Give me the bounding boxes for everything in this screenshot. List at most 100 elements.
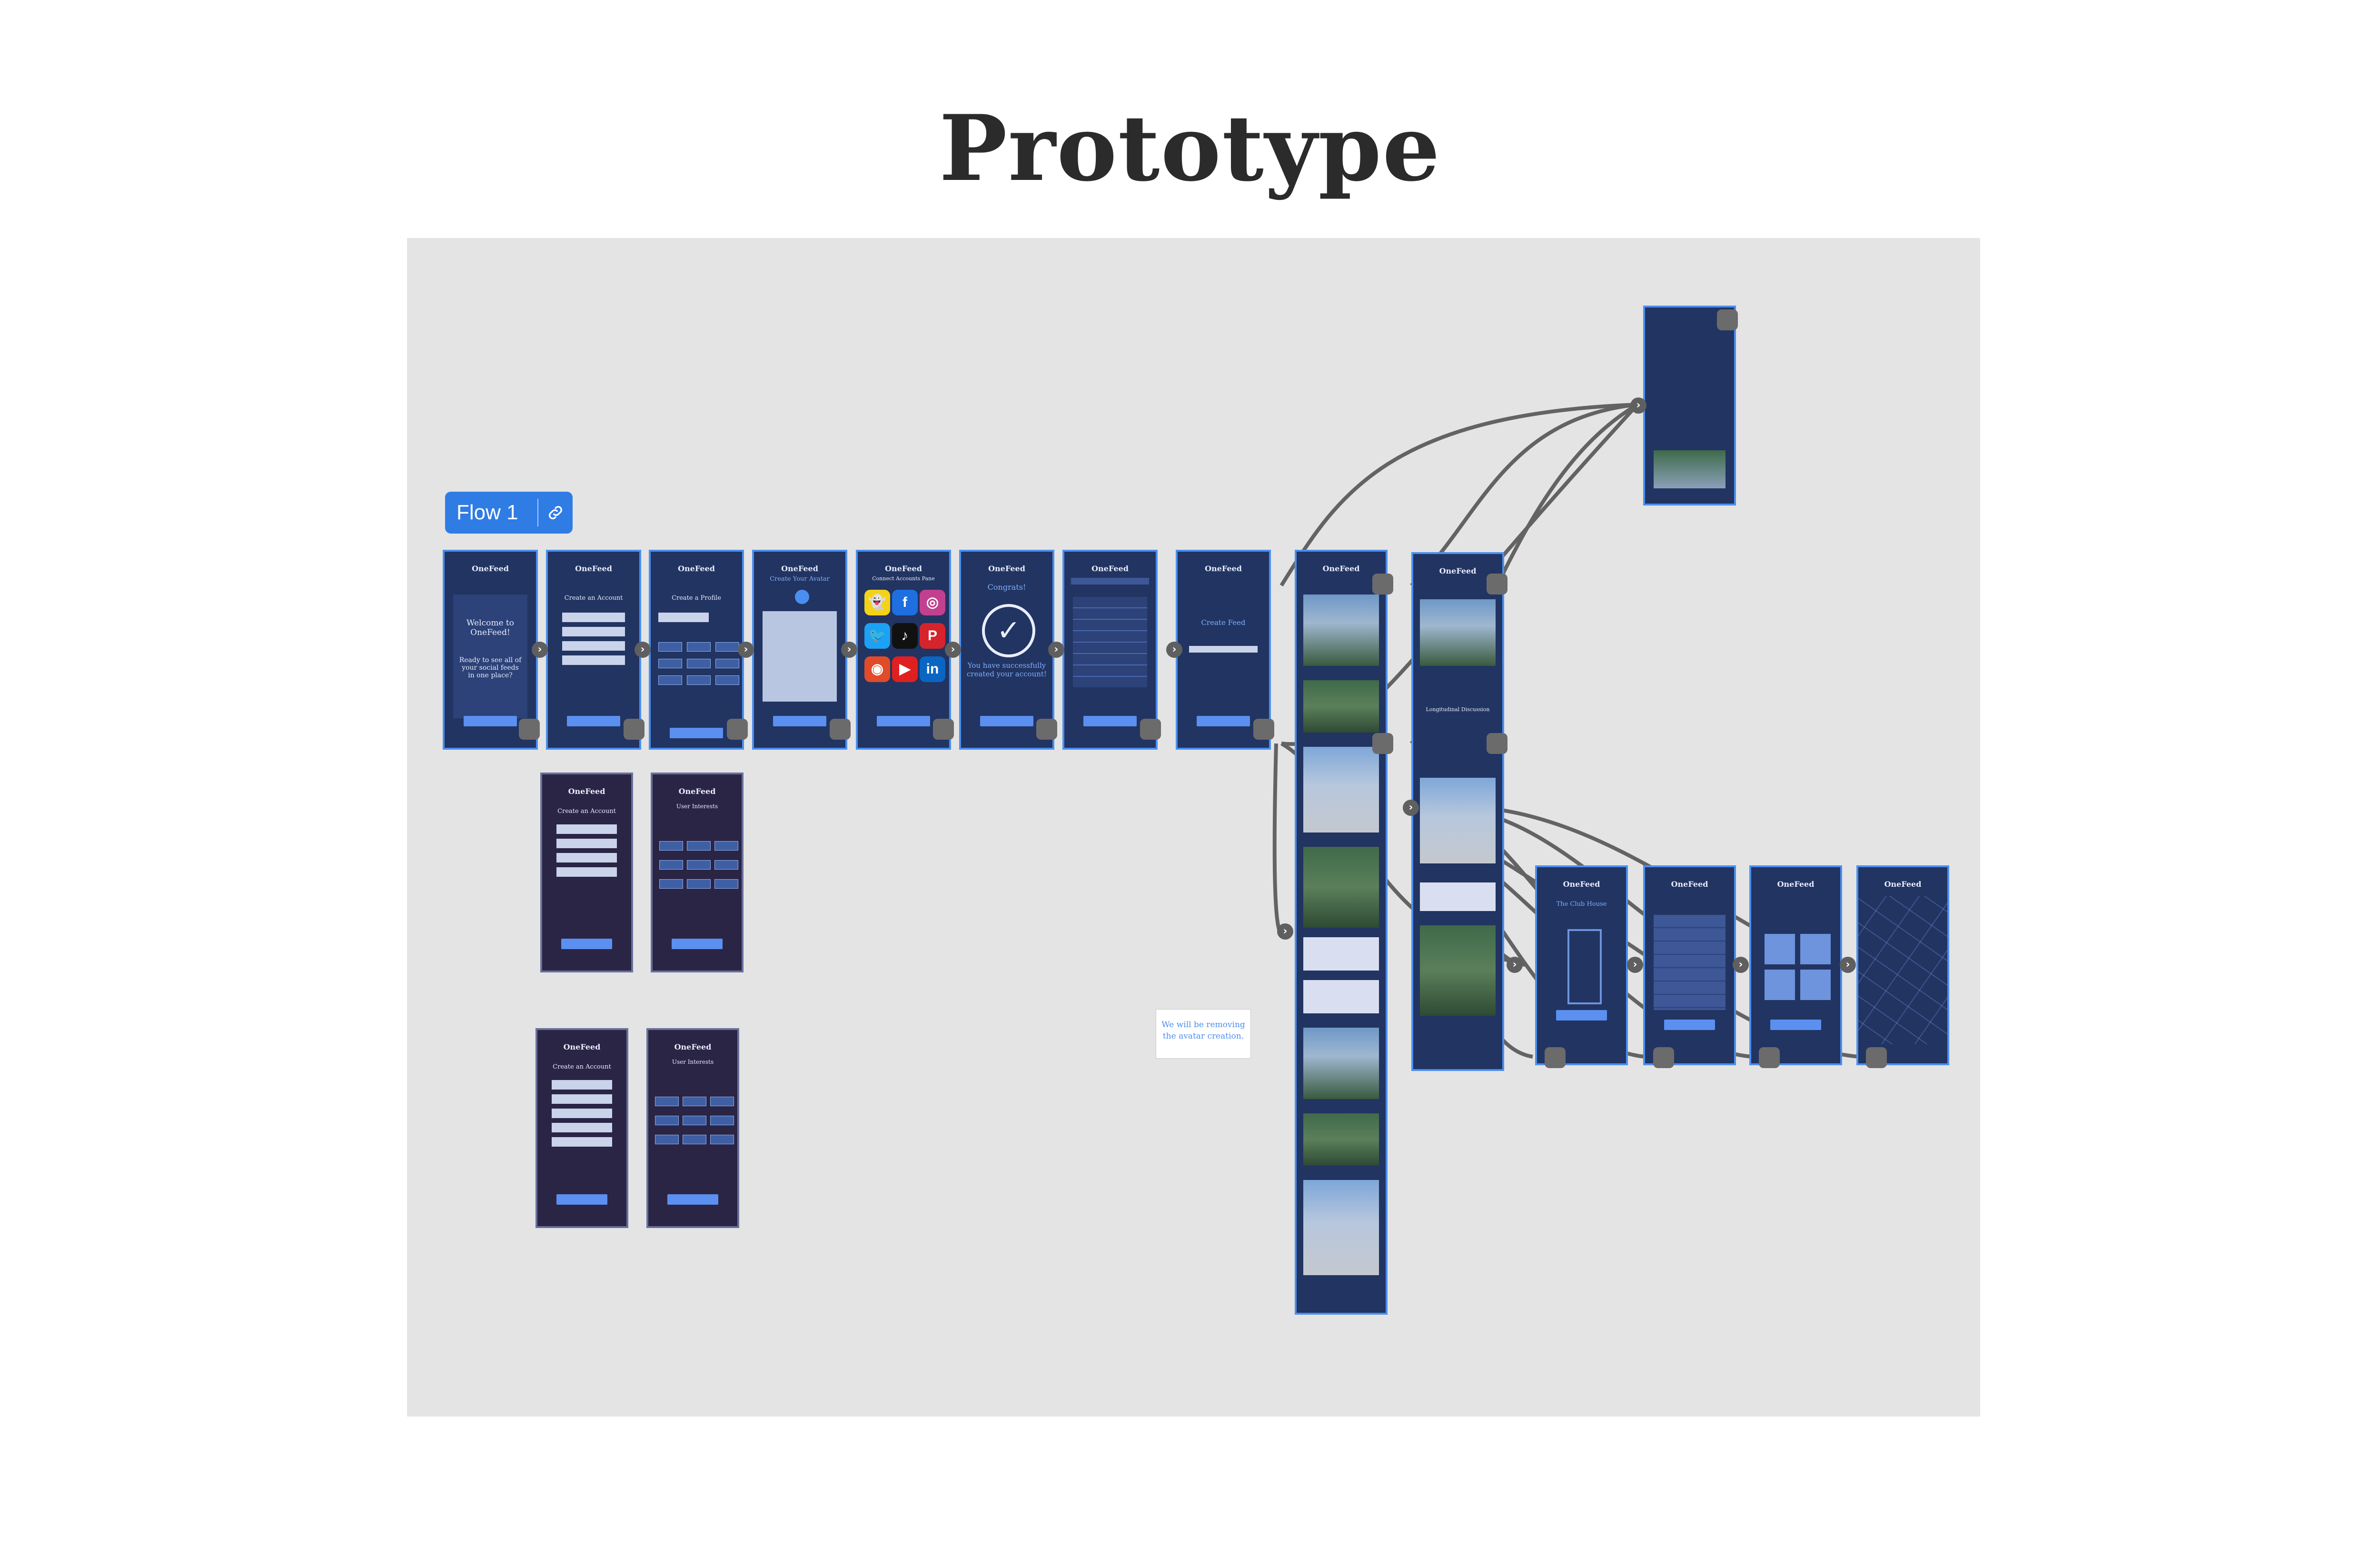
frame-handle[interactable] — [1036, 719, 1057, 740]
welcome-button[interactable] — [464, 716, 517, 726]
account-field[interactable] — [556, 824, 617, 834]
next-button[interactable] — [667, 1194, 718, 1205]
interest-chip[interactable] — [687, 675, 711, 685]
interest-chip[interactable] — [714, 879, 738, 889]
feed-photo[interactable] — [1303, 747, 1379, 832]
screen-settings[interactable]: OneFeed — [1643, 865, 1736, 1065]
twitter-icon[interactable]: 🐦 — [864, 623, 890, 649]
frame-handle[interactable] — [1487, 574, 1507, 595]
connector-arrow[interactable]: › — [1507, 957, 1523, 973]
group-tile[interactable] — [1765, 970, 1795, 1000]
account-field[interactable] — [552, 1094, 612, 1104]
screen-create-account-v3[interactable]: OneFeed Create an Account — [536, 1028, 628, 1228]
interest-chip[interactable] — [655, 1097, 679, 1106]
interest-chip[interactable] — [687, 879, 711, 889]
connector-arrow[interactable]: › — [1277, 923, 1293, 940]
screen-map[interactable]: OneFeed — [1856, 865, 1949, 1065]
group-tile[interactable] — [1800, 934, 1831, 964]
screen-create-account-alt[interactable]: OneFeed Create an Account — [540, 773, 633, 972]
group-tile[interactable] — [1800, 970, 1831, 1000]
create-feed-button[interactable] — [1197, 716, 1250, 726]
screen-club-house[interactable]: OneFeed The Club House — [1535, 865, 1628, 1065]
interest-chip[interactable] — [714, 860, 738, 870]
next-button[interactable] — [556, 1194, 607, 1205]
feed-photo[interactable] — [1420, 599, 1496, 666]
feed-photo[interactable] — [1420, 778, 1496, 863]
next-button[interactable] — [1083, 716, 1137, 726]
prototype-canvas[interactable]: Flow 1 OneFeed Welcome to OneFeed! Ready… — [407, 238, 1980, 1417]
interest-chip[interactable] — [683, 1097, 706, 1106]
connector-arrow[interactable]: › — [1630, 397, 1646, 414]
frame-handle[interactable] — [933, 719, 954, 740]
screen-feed-detail[interactable]: OneFeed Longitudinal Discussion — [1411, 552, 1504, 1071]
enter-button[interactable] — [1556, 1010, 1607, 1021]
linkedin-icon[interactable]: in — [920, 656, 945, 682]
connector-arrow[interactable]: › — [1733, 957, 1749, 973]
youtube-icon[interactable]: ▶ — [892, 656, 918, 682]
facebook-icon[interactable]: f — [892, 590, 918, 615]
account-field[interactable] — [556, 853, 617, 862]
interest-chip[interactable] — [683, 1135, 706, 1144]
frame-handle[interactable] — [1140, 719, 1161, 740]
connector-arrow[interactable]: › — [635, 642, 651, 658]
interest-chip[interactable] — [655, 1116, 679, 1125]
frame-handle[interactable] — [1487, 733, 1507, 754]
screen-select-feeds[interactable]: OneFeed — [1062, 550, 1158, 750]
screen-connect-accounts[interactable]: OneFeed Connect Accounts Pane 👻f◎🐦♪P◉▶in — [856, 550, 951, 750]
interest-chip[interactable] — [714, 841, 738, 851]
next-button[interactable] — [561, 939, 612, 949]
feed-photo[interactable] — [1303, 1113, 1379, 1166]
account-field[interactable] — [552, 1109, 612, 1118]
search-input[interactable] — [1071, 578, 1149, 585]
account-field[interactable] — [552, 1137, 612, 1147]
feed-photo[interactable] — [1303, 847, 1379, 928]
pinterest-icon[interactable]: P — [920, 623, 945, 649]
interest-chip[interactable] — [687, 860, 711, 870]
next-button[interactable] — [670, 728, 723, 738]
screen-create-feed[interactable]: OneFeed Create Feed — [1176, 550, 1271, 750]
interest-chip[interactable] — [715, 642, 739, 652]
feed-name-input[interactable] — [1189, 646, 1258, 653]
interest-chip[interactable] — [687, 659, 711, 668]
feed-photo[interactable] — [1303, 680, 1379, 733]
settings-list[interactable] — [1654, 915, 1726, 1010]
account-field[interactable] — [562, 627, 625, 636]
frame-handle[interactable] — [1545, 1047, 1566, 1068]
frame-handle[interactable] — [1372, 733, 1393, 754]
account-field[interactable] — [556, 867, 617, 877]
interest-chip[interactable] — [683, 1116, 706, 1125]
connector-arrow[interactable]: › — [1048, 642, 1064, 658]
interest-chip[interactable] — [715, 675, 739, 685]
interest-chip[interactable] — [658, 659, 682, 668]
instagram-icon[interactable]: ◎ — [920, 590, 945, 615]
tiktok-icon[interactable]: ♪ — [892, 623, 918, 649]
connector-arrow[interactable]: › — [1403, 800, 1419, 816]
interest-chip[interactable] — [659, 841, 683, 851]
screen-groups[interactable]: OneFeed — [1749, 865, 1842, 1065]
account-field[interactable] — [562, 613, 625, 622]
interest-chip[interactable] — [687, 841, 711, 851]
frame-handle[interactable] — [1717, 309, 1738, 330]
next-button[interactable] — [980, 716, 1033, 726]
account-field[interactable] — [562, 641, 625, 651]
account-field[interactable] — [552, 1123, 612, 1132]
interest-chip[interactable] — [715, 659, 739, 668]
frame-handle[interactable] — [1866, 1047, 1887, 1068]
snapchat-icon[interactable]: 👻 — [864, 590, 890, 615]
feed-photo[interactable] — [1303, 1180, 1379, 1275]
frame-handle[interactable] — [727, 719, 748, 740]
screen-feed-scroll[interactable]: OneFeed — [1295, 550, 1388, 1315]
next-button[interactable] — [877, 716, 930, 726]
connector-arrow[interactable]: › — [1166, 642, 1182, 658]
account-field[interactable] — [562, 655, 625, 665]
interest-chip[interactable] — [655, 1135, 679, 1144]
feed-text-card[interactable] — [1303, 980, 1379, 1013]
next-button[interactable] — [567, 716, 620, 726]
frame-handle[interactable] — [1759, 1047, 1780, 1068]
interest-chip[interactable] — [658, 675, 682, 685]
frame-handle[interactable] — [624, 719, 645, 740]
connector-arrow[interactable]: › — [1627, 957, 1643, 973]
interest-chip[interactable] — [687, 642, 711, 652]
flow-badge[interactable]: Flow 1 — [445, 492, 573, 534]
account-field[interactable] — [552, 1080, 612, 1090]
